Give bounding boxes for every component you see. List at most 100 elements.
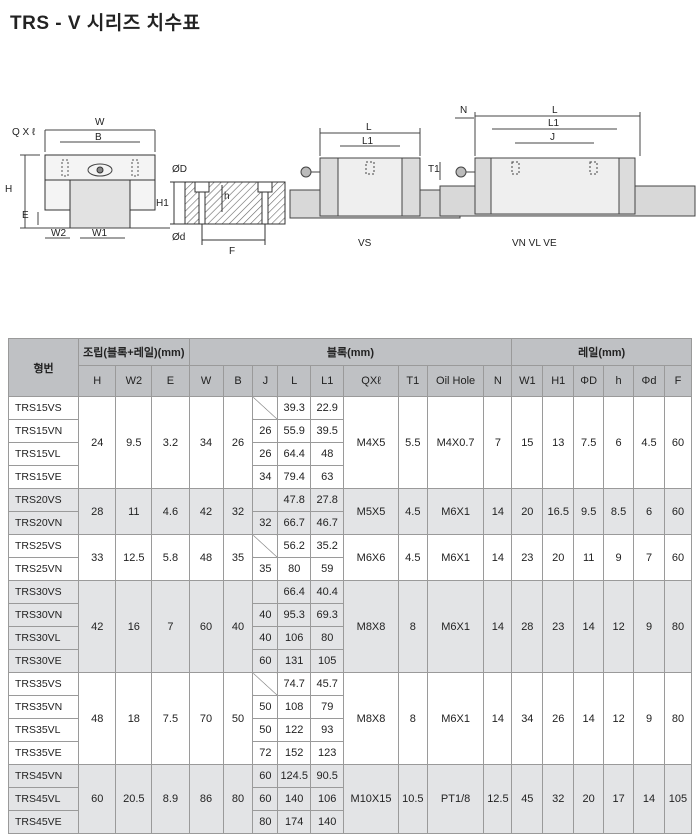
- table-cell: 35: [222, 534, 254, 581]
- table-cell: 13: [542, 396, 575, 489]
- table-cell: 40: [252, 603, 279, 627]
- table-cell: 39.5: [310, 419, 345, 443]
- table-cell: 26: [252, 442, 279, 466]
- table-cell: 9.5: [573, 488, 605, 535]
- table-cell: 48: [78, 672, 117, 765]
- table-cell: 48: [310, 442, 345, 466]
- table-cell: 4.6: [151, 488, 190, 535]
- label-t1: T1: [428, 164, 440, 175]
- label-f: F: [229, 246, 235, 257]
- table-cell: 6: [603, 396, 635, 489]
- rail-section-view: [170, 181, 286, 245]
- table-cell: 20: [573, 764, 605, 834]
- table-cell: 17: [603, 764, 635, 834]
- table-cell: 14: [633, 764, 665, 834]
- table-cell: 7: [151, 580, 190, 673]
- column-header: T1: [397, 365, 428, 397]
- table-cell: 26: [222, 396, 254, 489]
- label-qxl: Q X ℓ: [12, 127, 36, 138]
- table-cell: 80: [277, 557, 312, 581]
- header-model: 형번: [7, 338, 80, 397]
- table-cell: 7: [633, 534, 665, 581]
- table-cell: M6X1: [426, 488, 485, 535]
- model-cell: TRS35VN: [7, 695, 80, 719]
- header-rail: 레일(mm): [511, 338, 692, 366]
- model-cell: TRS20VS: [7, 488, 80, 512]
- table-cell: 4.5: [397, 534, 428, 581]
- table-cell: 39.3: [277, 396, 312, 420]
- table-cell: 8.9: [151, 764, 190, 834]
- table-cell: 9: [633, 672, 665, 765]
- column-header: B: [222, 365, 254, 397]
- label-n: N: [460, 105, 467, 116]
- table-cell: 14: [573, 580, 605, 673]
- model-cell: TRS45VE: [7, 810, 80, 834]
- table-cell: 10.5: [397, 764, 428, 834]
- column-header: E: [151, 365, 190, 397]
- label-vs: VS: [358, 238, 372, 249]
- empty-j-cell: [252, 396, 279, 420]
- model-cell: TRS35VL: [7, 718, 80, 742]
- model-cell: TRS35VE: [7, 741, 80, 765]
- table-cell: 50: [222, 672, 254, 765]
- table-cell: 8: [397, 672, 428, 765]
- table-cell: M4X5: [343, 396, 399, 489]
- table-cell: 26: [542, 672, 575, 765]
- table-cell: 80: [310, 626, 345, 650]
- table-cell: 79: [310, 695, 345, 719]
- label-w1: W1: [92, 228, 107, 239]
- table-cell: 11: [115, 488, 153, 535]
- model-cell: TRS30VN: [7, 603, 80, 627]
- label-h1: H1: [156, 198, 169, 209]
- header-assembly: 조립(블록+레일)(mm): [78, 338, 190, 366]
- table-cell: 14: [483, 534, 513, 581]
- table-cell: 174: [277, 810, 312, 834]
- column-header: QXℓ: [343, 365, 399, 397]
- table-cell: 80: [663, 672, 693, 765]
- table-cell: 12.5: [115, 534, 153, 581]
- table-cell: 60: [78, 764, 117, 834]
- table-cell: 48: [188, 534, 224, 581]
- table-cell: 4.5: [633, 396, 665, 489]
- table-cell: 18: [115, 672, 153, 765]
- model-cell: TRS15VS: [7, 396, 80, 420]
- page-title: TRS - V 시리즈 치수표: [10, 13, 201, 34]
- table-cell: 45: [511, 764, 544, 834]
- table-cell: 34: [188, 396, 224, 489]
- dimension-drawings: W B Q X ℓ H E W2 W1 ØD H1 h Ød F L L1: [5, 105, 696, 257]
- table-cell: 14: [483, 580, 513, 673]
- label-h: H: [5, 184, 12, 195]
- column-header: Oil Hole: [426, 365, 485, 397]
- table-cell: 34: [252, 465, 279, 489]
- column-header: L: [277, 365, 312, 397]
- table-cell: M8X8: [343, 672, 399, 765]
- table-cell: 12: [603, 672, 635, 765]
- table-cell: M6X1: [426, 580, 485, 673]
- column-header: N: [483, 365, 513, 397]
- column-header: W2: [115, 365, 153, 397]
- table-cell: 7.5: [573, 396, 605, 489]
- table-cell: 69.3: [310, 603, 345, 627]
- table-cell: 16: [115, 580, 153, 673]
- table-cell: 9: [603, 534, 635, 581]
- table-cell: 66.7: [277, 511, 312, 535]
- table-cell: 50: [252, 718, 279, 742]
- table-cell: 105: [663, 764, 693, 834]
- label-e: E: [22, 210, 29, 221]
- vs-side-view: [289, 128, 461, 219]
- table-cell: 32: [252, 511, 279, 535]
- column-header: W1: [511, 365, 544, 397]
- table-cell: 60: [663, 534, 693, 581]
- column-header: Φd: [633, 365, 665, 397]
- table-cell: 35.2: [310, 534, 345, 558]
- table-cell: 23: [542, 580, 575, 673]
- table-cell: 72: [252, 741, 279, 765]
